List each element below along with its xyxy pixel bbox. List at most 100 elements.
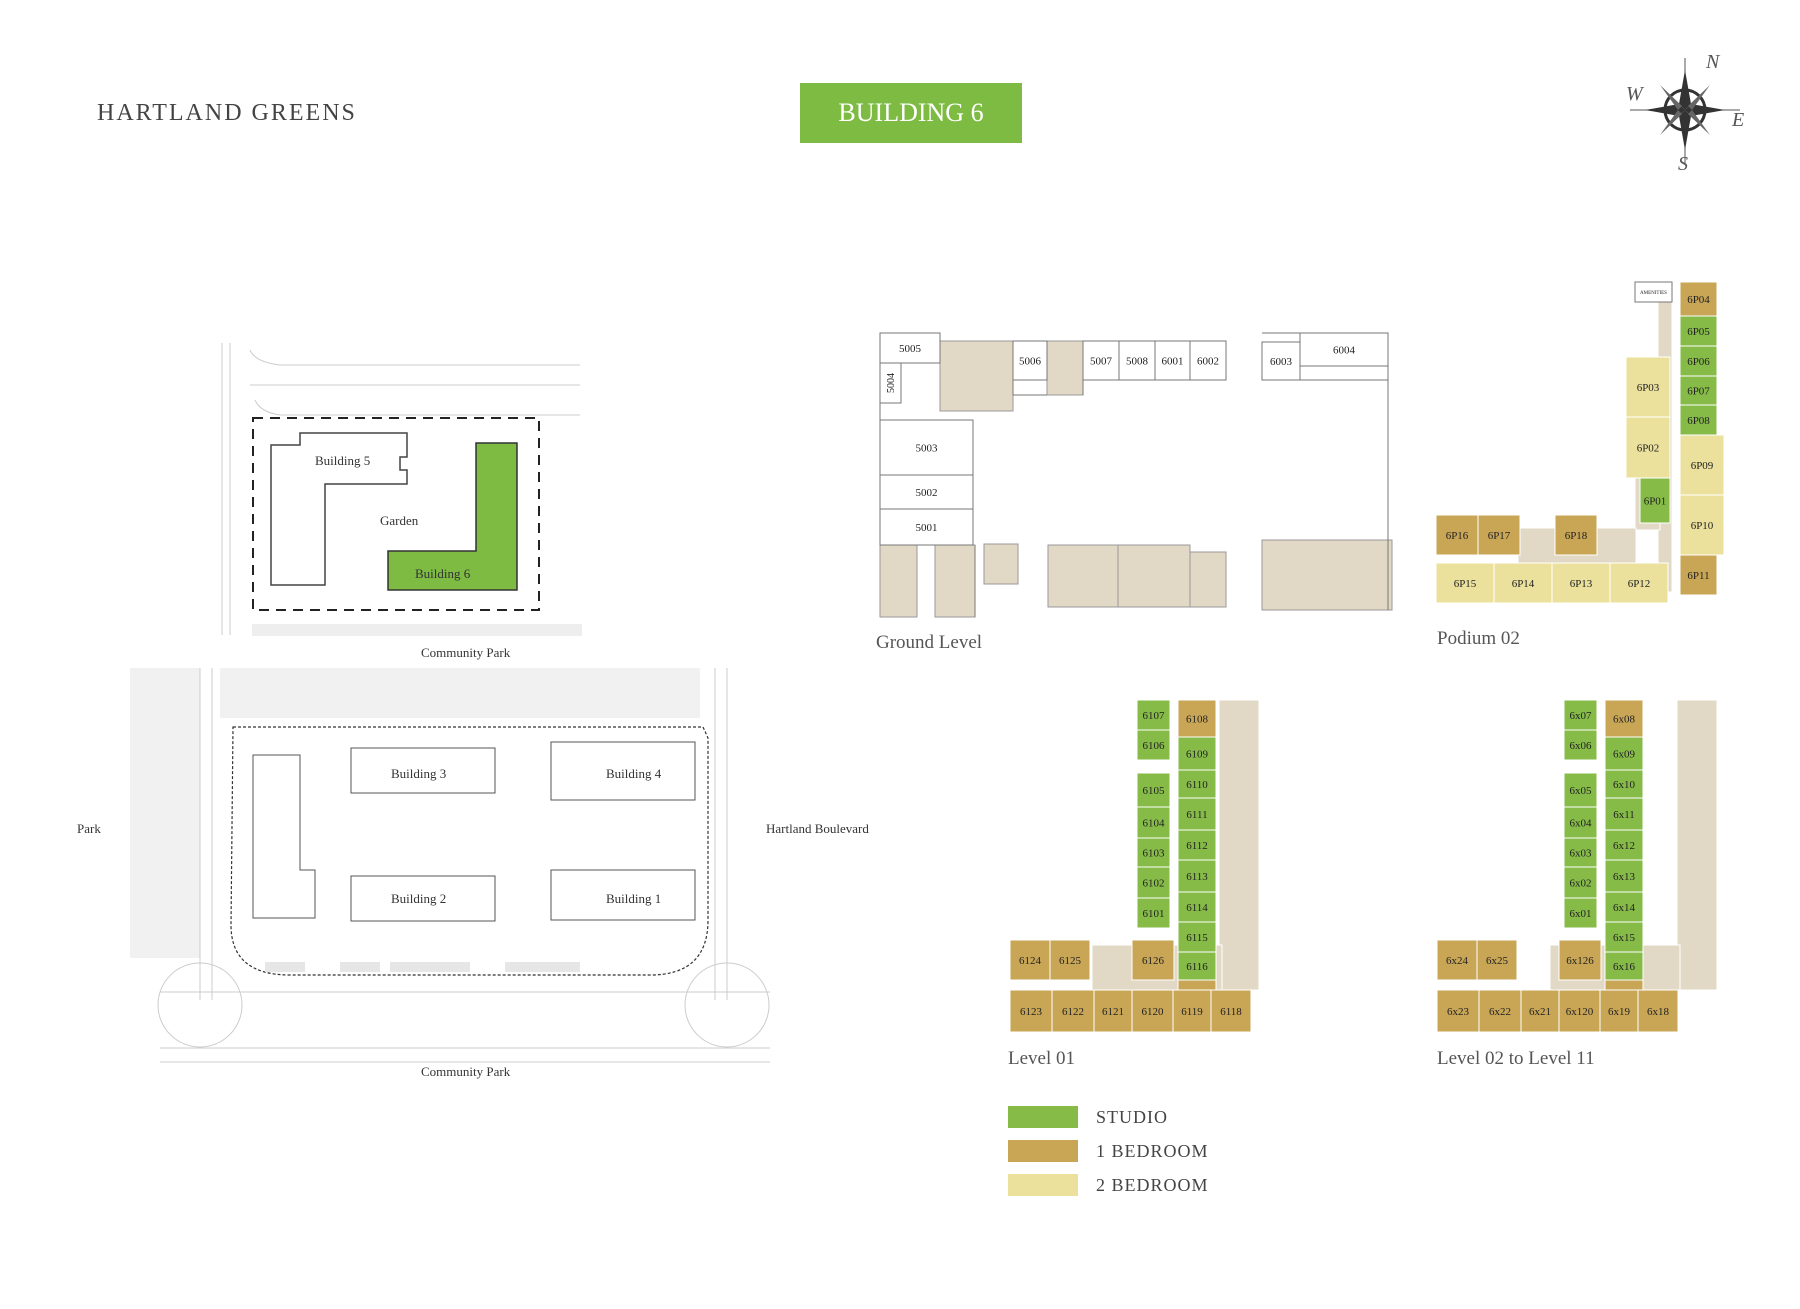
unit-label-6126: 6126 [1142, 955, 1165, 967]
unit-6122[interactable] [1051, 989, 1095, 1033]
unit-6x18[interactable] [1637, 989, 1679, 1033]
unit-6x14[interactable] [1604, 891, 1644, 923]
unit-6P06[interactable] [1679, 345, 1718, 377]
unit-6105[interactable] [1136, 772, 1171, 808]
unit-label-6003: 6003 [1270, 356, 1293, 368]
unit-5001[interactable] [879, 508, 974, 546]
unit-label-6102: 6102 [1143, 877, 1165, 889]
unit-6004[interactable] [1299, 332, 1389, 367]
unit-label-6P02: 6P02 [1637, 442, 1660, 454]
unit-6126[interactable] [1131, 939, 1175, 981]
unit-6x15[interactable] [1604, 921, 1644, 953]
unit-legend: STUDIO 1 BEDROOM 2 BEDROOM [1008, 1100, 1209, 1202]
legend-swatch-one-bedroom [1008, 1140, 1078, 1162]
unit-6x120[interactable] [1558, 989, 1601, 1033]
unit-6P14[interactable] [1493, 562, 1553, 604]
unit-6x04[interactable] [1563, 806, 1598, 839]
unit-6002[interactable] [1189, 340, 1227, 381]
unit-6x24[interactable] [1436, 939, 1478, 981]
unit-label-6x22: 6x22 [1489, 1006, 1511, 1018]
unit-label-6x126: 6x126 [1566, 955, 1594, 967]
unit-label-6122: 6122 [1062, 1006, 1084, 1018]
unit-6P09[interactable] [1679, 434, 1725, 496]
unit-6P01[interactable] [1639, 477, 1671, 524]
unit-6x03[interactable] [1563, 837, 1598, 868]
unit-label-6x04: 6x04 [1570, 817, 1593, 829]
unit-6116[interactable] [1177, 951, 1217, 981]
unit-label-6x16: 6x16 [1613, 961, 1636, 973]
unit-5004[interactable] [879, 362, 902, 404]
unit-label-5007: 5007 [1090, 355, 1113, 367]
unit-6P02[interactable] [1625, 416, 1671, 479]
unit-6x126[interactable] [1558, 939, 1602, 981]
unit-6P16[interactable] [1435, 514, 1479, 556]
unit-6P17[interactable] [1477, 514, 1521, 556]
unit-6114[interactable] [1177, 891, 1217, 923]
unit-6x22[interactable] [1478, 989, 1522, 1033]
unit-label-5005: 5005 [899, 343, 922, 355]
unit-label-6103: 6103 [1143, 847, 1166, 859]
unit-6P12[interactable] [1609, 562, 1669, 604]
unit-6118[interactable] [1210, 989, 1252, 1033]
unit-label-AMENITIES: AMENITIES [1640, 291, 1667, 296]
unit-6109[interactable] [1177, 736, 1217, 771]
unit-6x01[interactable] [1563, 897, 1598, 929]
building-2-label: Building 2 [391, 891, 446, 906]
unit-6001[interactable] [1154, 340, 1191, 381]
unit-5003[interactable] [879, 419, 974, 476]
unit-label-6P08: 6P08 [1687, 415, 1710, 427]
level01-caption: Level 01 [1008, 1048, 1076, 1069]
unit-label-5008: 5008 [1126, 355, 1149, 367]
building-6-outline[interactable] [387, 442, 518, 591]
unit-6112[interactable] [1177, 829, 1217, 861]
unit-5008[interactable] [1118, 340, 1156, 381]
unit-6124[interactable] [1009, 939, 1051, 981]
unit-6108[interactable] [1177, 699, 1217, 738]
unit-6P18[interactable] [1554, 514, 1598, 556]
legend-one-bedroom: 1 BEDROOM [1008, 1134, 1209, 1168]
unit-6x10[interactable] [1604, 769, 1644, 799]
unit-5005[interactable] [879, 332, 941, 364]
unit-6x02[interactable] [1563, 866, 1598, 899]
unit-AMENITIES[interactable] [1634, 281, 1673, 303]
unit-5006[interactable] [1012, 340, 1048, 381]
unit-6003[interactable] [1261, 341, 1301, 381]
unit-label-6125: 6125 [1059, 955, 1082, 967]
unit-6104[interactable] [1136, 806, 1171, 839]
unit-6x16[interactable] [1604, 951, 1644, 981]
unit-6P11[interactable] [1679, 554, 1718, 596]
unit-label-6x01: 6x01 [1570, 908, 1592, 920]
community-park-top-label: Community Park [421, 645, 511, 660]
unit-label-6x12: 6x12 [1613, 840, 1635, 852]
unit-label-6x06: 6x06 [1570, 740, 1593, 752]
unit-6106[interactable] [1136, 729, 1171, 761]
unit-label-6x03: 6x03 [1570, 847, 1593, 859]
unit-5002[interactable] [879, 474, 974, 510]
unit-6x11[interactable] [1604, 797, 1644, 831]
unit-6P15[interactable] [1435, 562, 1495, 604]
unit-label-5004: 5004 [886, 373, 897, 393]
unit-6x05[interactable] [1563, 772, 1598, 808]
unit-6x12[interactable] [1604, 829, 1644, 861]
unit-6x13[interactable] [1604, 859, 1644, 893]
unit-6101[interactable] [1136, 897, 1171, 929]
unit-label-6119: 6119 [1181, 1006, 1203, 1018]
unit-6x19[interactable] [1599, 989, 1639, 1033]
unit-6125[interactable] [1049, 939, 1091, 981]
unit-6P13[interactable] [1551, 562, 1611, 604]
unit-6P07[interactable] [1679, 375, 1718, 406]
legend-swatch-studio [1008, 1106, 1078, 1128]
brand-title: HARTLAND GREENS [97, 100, 357, 126]
unit-6P05[interactable] [1679, 315, 1718, 347]
unit-6x25[interactable] [1476, 939, 1518, 981]
unit-6P10[interactable] [1679, 494, 1725, 556]
unit-label-6001: 6001 [1162, 355, 1184, 367]
unit-6x06[interactable] [1563, 729, 1598, 761]
unit-label-6P10: 6P10 [1691, 520, 1714, 532]
unit-6P08[interactable] [1679, 404, 1718, 436]
unit-6102[interactable] [1136, 866, 1171, 899]
unit-6P03[interactable] [1625, 356, 1671, 418]
unit-label-6P04: 6P04 [1687, 294, 1710, 306]
unit-6120[interactable] [1131, 989, 1174, 1033]
